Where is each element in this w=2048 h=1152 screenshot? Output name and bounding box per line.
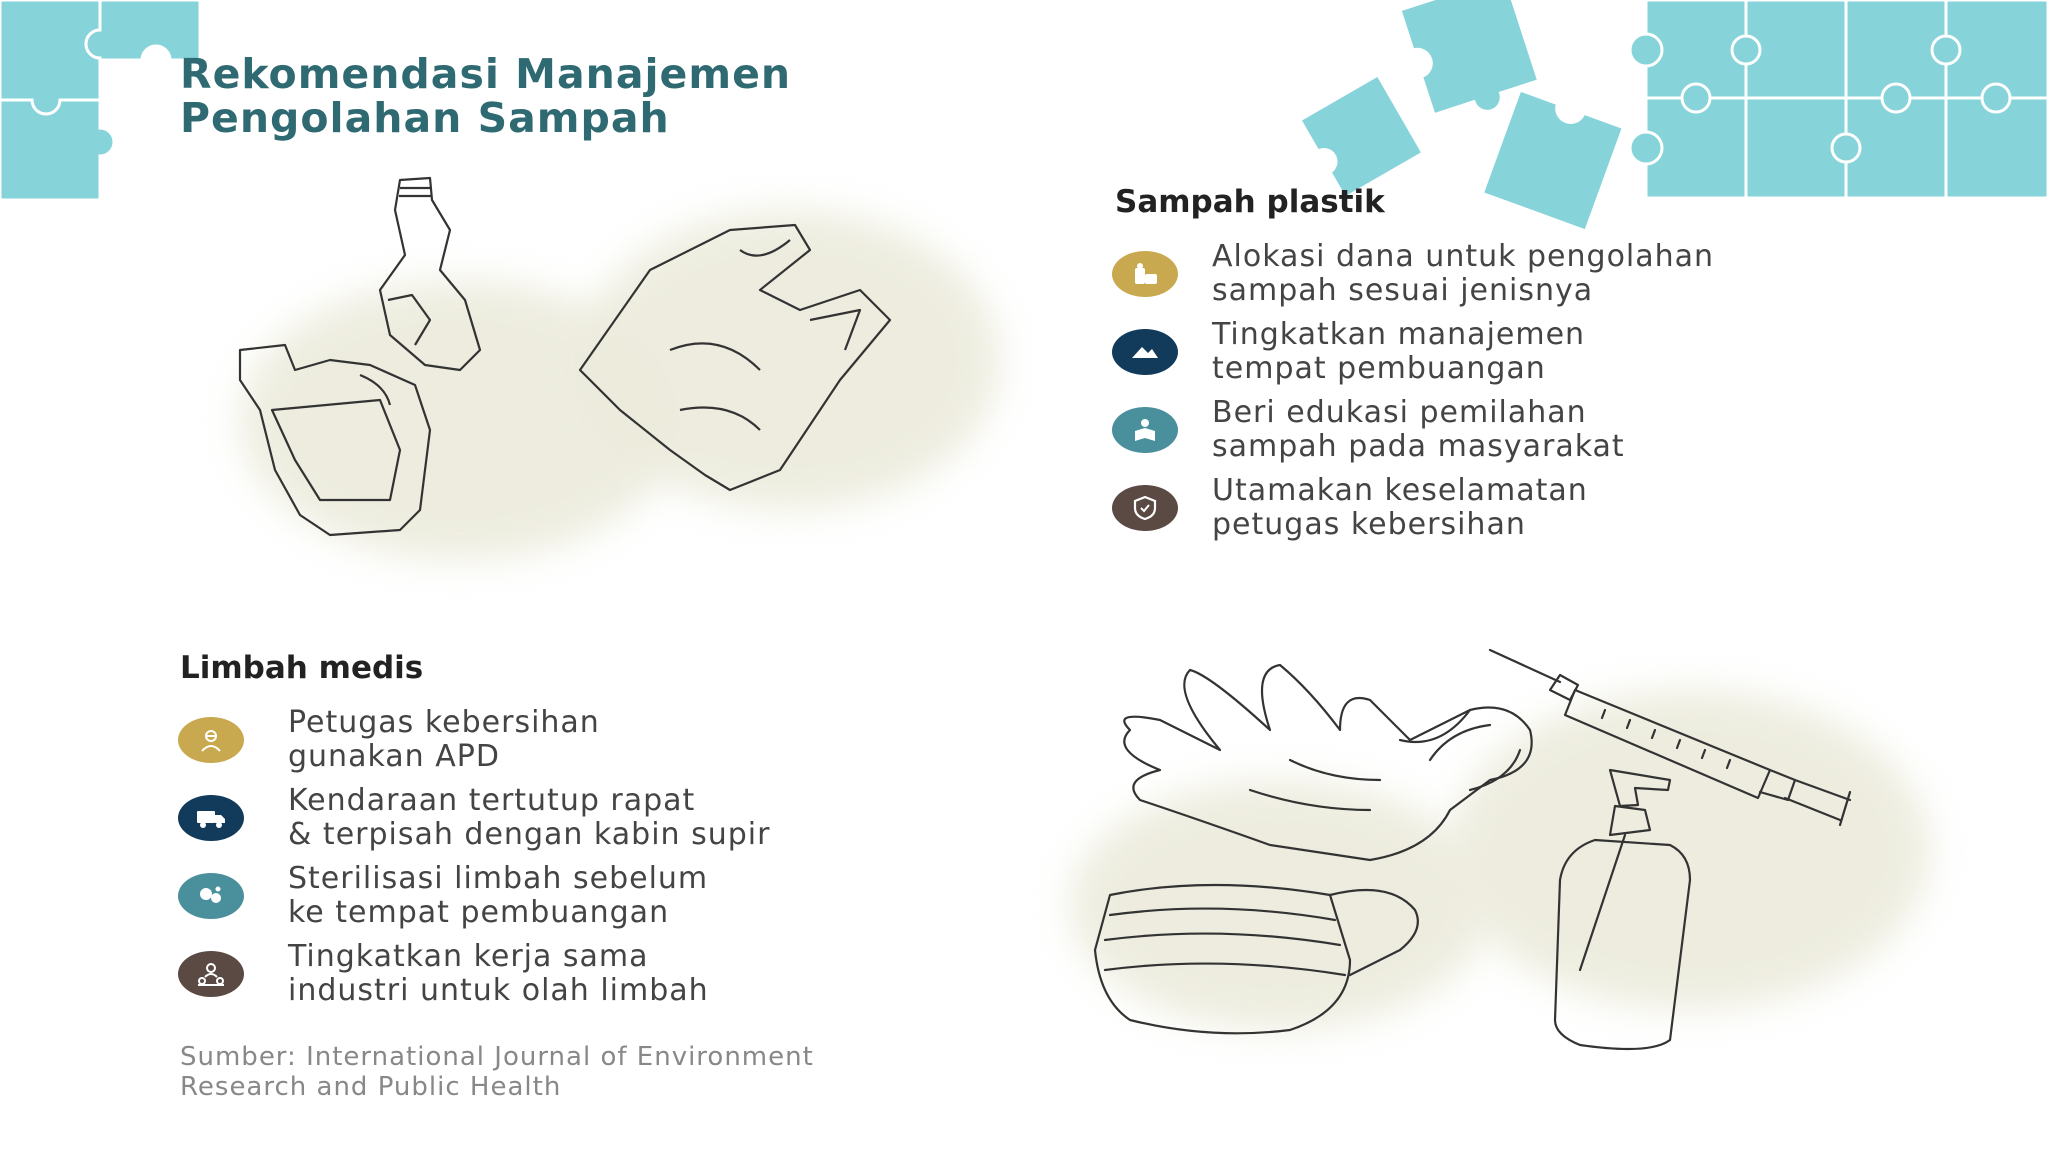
- title-line-1: Rekomendasi Manajemen: [180, 50, 792, 98]
- list-item: Sterilisasi limbah sebelum ke tempat pem…: [178, 862, 998, 932]
- item-line-2: petugas kebersihan: [1212, 507, 1526, 542]
- syringe-icon: [1488, 648, 1562, 684]
- medical-heading: Limbah medis: [180, 650, 424, 686]
- source-citation: Sumber: International Journal of Environ…: [180, 1042, 814, 1102]
- medical-illustration: [1050, 630, 1970, 1060]
- education-icon: [1112, 407, 1178, 453]
- plastic-heading: Sampah plastik: [1115, 184, 1385, 220]
- gloves-icon: [1123, 663, 1533, 862]
- list-item: Alokasi dana untuk pengolahan sampah ses…: [1112, 240, 1912, 310]
- money-icon: [1112, 251, 1178, 297]
- sterilize-icon: [178, 873, 244, 919]
- item-line-1: Tingkatkan kerja sama: [288, 939, 649, 974]
- bottle-icon: [378, 176, 482, 372]
- item-line-2: tempat pembuangan: [1212, 351, 1546, 386]
- truck-icon: [178, 795, 244, 841]
- item-line-1: Kendaraan tertutup rapat: [288, 783, 696, 818]
- item-line-2: gunakan APD: [288, 739, 500, 774]
- shield-icon: [1112, 485, 1178, 531]
- list-item: Tingkatkan manajemen tempat pembuangan: [1112, 318, 1912, 388]
- collaboration-icon: [178, 951, 244, 997]
- list-item: Utamakan keselamatan petugas kebersihan: [1112, 474, 1912, 544]
- item-line-1: Sterilisasi limbah sebelum: [288, 861, 709, 896]
- item-line-2: sampah sesuai jenisnya: [1212, 273, 1594, 308]
- item-line-2: industri untuk olah limbah: [288, 973, 709, 1008]
- list-item: Petugas kebersihan gunakan APD: [178, 706, 998, 776]
- jug-icon: [238, 343, 432, 537]
- item-line-2: & terpisah dengan kabin supir: [288, 817, 771, 852]
- page-title: Rekomendasi Manajemen Pengolahan Sampah: [180, 52, 791, 140]
- puzzle-decoration-right: [1297, 0, 2048, 233]
- list-item: Kendaraan tertutup rapat & terpisah deng…: [178, 784, 998, 854]
- item-line-1: Utamakan keselamatan: [1212, 473, 1588, 508]
- title-line-2: Pengolahan Sampah: [180, 94, 670, 142]
- landfill-icon: [1112, 329, 1178, 375]
- item-line-1: Tingkatkan manajemen: [1212, 317, 1586, 352]
- mask-icon: [1093, 883, 1352, 1035]
- plastic-bag-icon: [578, 223, 892, 492]
- item-line-1: Petugas kebersihan: [288, 705, 600, 740]
- item-line-1: Beri edukasi pemilahan: [1212, 395, 1587, 430]
- pump-bottle-icon: [1608, 768, 1672, 808]
- item-line-1: Alokasi dana untuk pengolahan: [1212, 239, 1715, 274]
- puzzle-decoration-left: [0, 0, 202, 202]
- item-line-2: sampah pada masyarakat: [1212, 429, 1625, 464]
- list-item: Beri edukasi pemilahan sampah pada masya…: [1112, 396, 1912, 466]
- item-line-2: ke tempat pembuangan: [288, 895, 670, 930]
- ppe-worker-icon: [178, 717, 244, 763]
- source-line-2: Research and Public Health: [180, 1072, 562, 1102]
- list-item: Tingkatkan kerja sama industri untuk ola…: [178, 940, 998, 1010]
- plastic-illustration: [200, 170, 1000, 570]
- source-line-1: Sumber: International Journal of Environ…: [180, 1042, 814, 1072]
